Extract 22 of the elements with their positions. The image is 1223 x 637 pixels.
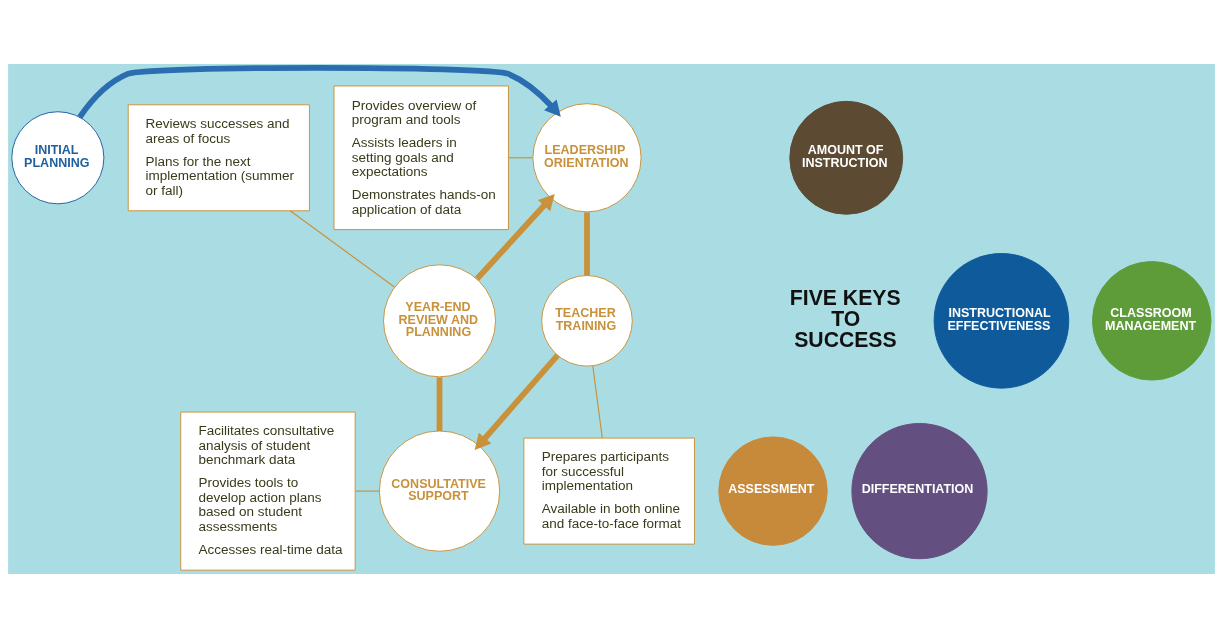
arrow bbox=[77, 64, 561, 119]
arrow bbox=[474, 353, 560, 450]
node-circle: DIFFERENTIATION bbox=[851, 422, 988, 559]
node-circle: CLASSROOM MANAGEMENT bbox=[1092, 260, 1212, 381]
connector bbox=[436, 376, 443, 431]
node-box: Reviews successes and areas of focus Plans for the next implementation (summer or fall) bbox=[127, 103, 310, 211]
node-circle: ASSESSMENT bbox=[718, 435, 828, 546]
label: FIVE KEYS TO SUCCESS bbox=[789, 285, 901, 351]
connector bbox=[289, 209, 395, 287]
node-circle: TEACHER TRAINING bbox=[541, 274, 633, 367]
node-circle: YEAR-END REVIEW AND PLANNING bbox=[383, 263, 497, 377]
node-box: Facilitates consultative analysis of student benchmark data Provides tools to develop action plans based on student assessments Accesses real-time data bbox=[180, 411, 356, 571]
connector bbox=[508, 156, 534, 158]
node-circle: INSTRUCTIONAL EFFECTIVENESS bbox=[933, 252, 1070, 389]
connector bbox=[584, 211, 590, 275]
connector bbox=[592, 364, 603, 438]
node-circle: AMOUNT OF INSTRUCTION bbox=[789, 100, 904, 215]
node-box: Prepares participants for successful implementation Available in both online and face-to-face format bbox=[523, 437, 695, 545]
arrow bbox=[474, 193, 555, 281]
connector bbox=[354, 490, 380, 492]
node-circle: INITIAL PLANNING bbox=[11, 110, 105, 204]
node-box: Provides overview of program and tools Assists leaders in setting goals and expectations Demonstrates hands-on application of data bbox=[333, 85, 509, 230]
